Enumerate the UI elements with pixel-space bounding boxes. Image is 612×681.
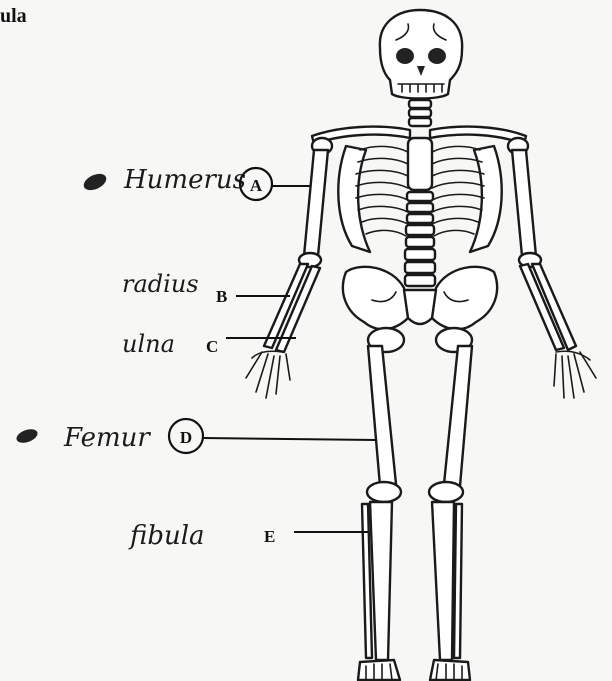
leader-line: [203, 438, 376, 440]
fibula-right: [454, 504, 462, 658]
handwritten-fibula: fibula: [128, 521, 205, 551]
handwritten-radius: radius: [122, 270, 199, 298]
label-e: fibula E: [128, 521, 368, 551]
femur-right: [444, 346, 472, 486]
label-b: radius B: [122, 270, 290, 306]
header-fragment: ula: [0, 5, 27, 27]
letter-c: C: [206, 337, 218, 356]
handwritten-ulna: ulna: [122, 330, 175, 358]
cervical-spine: [409, 100, 431, 126]
handwritten-femur: Femur: [63, 423, 151, 453]
handwritten-humerus: Humerus: [123, 165, 246, 195]
humerus-left: [304, 150, 328, 256]
label-d: Femur D: [15, 419, 376, 453]
leg-left: [358, 346, 401, 680]
bullet-dot: [15, 427, 40, 446]
letter-d: D: [180, 428, 192, 447]
leg-right: [429, 346, 472, 680]
label-a: Humerus A: [81, 165, 310, 200]
letter-e: E: [264, 527, 275, 546]
letter-b: B: [216, 287, 227, 306]
skeleton-figure: [246, 10, 596, 680]
femur-left: [368, 346, 396, 486]
humerus-right: [512, 150, 536, 256]
spine: [405, 192, 435, 286]
tibia-right: [432, 502, 454, 660]
letter-a: A: [250, 176, 263, 195]
arm-right: [508, 138, 596, 398]
tibia-left: [370, 502, 392, 660]
skull: [380, 10, 462, 99]
sternum: [408, 138, 432, 190]
bullet-dot: [81, 171, 109, 194]
